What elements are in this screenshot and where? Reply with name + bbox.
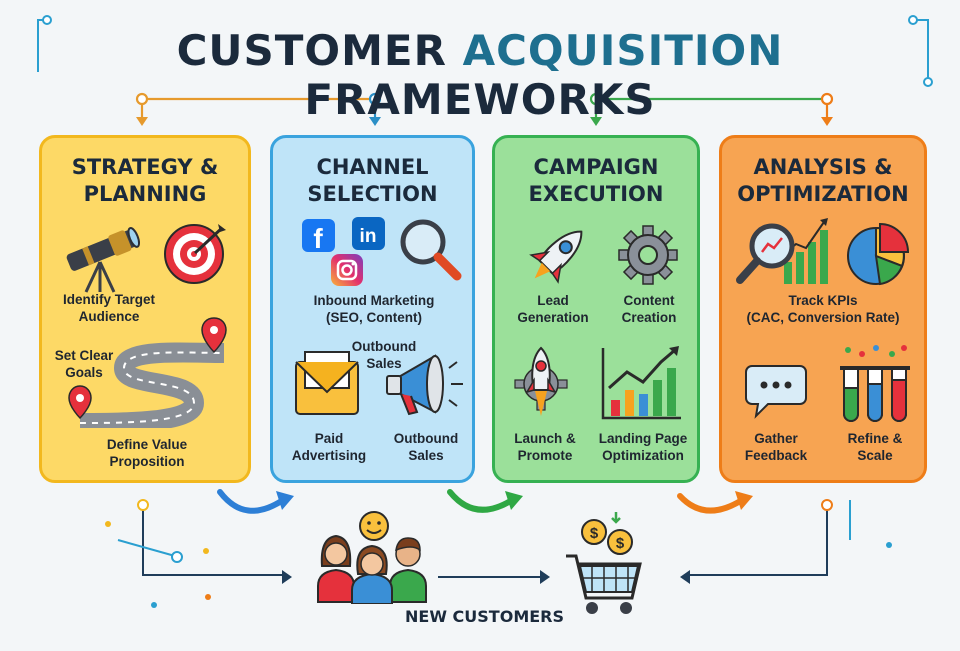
megaphone-icon [386, 354, 463, 416]
title-part2: ACQUISITION [462, 26, 784, 75]
new-customers-label: NEW CUSTOMERS [405, 607, 565, 626]
item-launch-promote: Launch & Promote [514, 431, 576, 463]
pie-chart-icon [847, 222, 910, 286]
gear-icon [618, 225, 678, 285]
item-value-proposition: Define Value Proposition [106, 437, 188, 469]
item-identify-target: Identify Target Audience [62, 292, 155, 324]
item-paid-advertising: Paid Advertising [291, 431, 367, 463]
item-outbound-sales-top: Outbound Sales [351, 339, 417, 371]
svg-text:$: $ [590, 525, 599, 542]
telescope-icon [66, 227, 141, 293]
stage-title: CHANNEL SELECTION [307, 155, 438, 206]
item-track-kpis: Track KPIs (CAC, Conversion Rate) [746, 293, 900, 325]
email-icon: @ [295, 351, 359, 415]
item-content-creation: Content Creation [621, 293, 677, 325]
item-outbound-sales: Outbound Sales [393, 431, 459, 463]
stage-title: CAMPAIGN EXECUTION [528, 155, 664, 206]
analytics-magnifier-icon [736, 218, 828, 284]
magnifier-icon [400, 219, 462, 281]
shopping-cart-icon: $ $ [566, 512, 642, 614]
item-lead-generation: Lead Generation [517, 293, 589, 325]
customers-group-icon [317, 511, 427, 604]
stage-title: ANALYSIS & OPTIMIZATION [737, 155, 909, 206]
instagram-icon [331, 254, 363, 286]
target-icon [164, 224, 226, 284]
svg-text:$: $ [616, 535, 625, 552]
stage-card-campaign: CAMPAIGN EXECUTION Lead [492, 135, 700, 483]
item-inbound-marketing: Inbound Marketing (SEO, Content) [313, 293, 435, 325]
rocket-icon [529, 230, 583, 284]
feedback-icon [745, 365, 807, 419]
item-gather-feedback: Gather Feedback [744, 431, 808, 463]
stage-title: STRATEGY & PLANNING [71, 155, 219, 206]
stage-card-analysis: ANALYSIS & OPTIMIZATION Track KPIs (CAC,… [719, 135, 927, 483]
stage-card-strategy: STRATEGY & PLANNING Identify Target Audi… [39, 135, 251, 483]
linkedin-icon: in [352, 217, 385, 250]
growth-chart-icon [601, 346, 681, 420]
item-refine-scale: Refine & Scale [847, 431, 903, 463]
svg-text:f: f [313, 223, 323, 254]
item-set-goals: Set Clear Goals [54, 348, 114, 380]
title-part1: CUSTOMER [176, 26, 447, 75]
road-icon [68, 317, 227, 428]
page-title: CUSTOMER ACQUISITION FRAMEWORKS [0, 26, 960, 124]
facebook-icon: f [302, 219, 335, 254]
test-tubes-icon [840, 345, 910, 422]
rocket-launch-icon [514, 346, 568, 416]
item-landing-page: Landing Page Optimization [598, 431, 688, 463]
svg-text:in: in [360, 226, 377, 247]
title-part3: FRAMEWORKS [304, 75, 656, 124]
stage-card-channel: CHANNEL SELECTION f in Inbound Marketing… [270, 135, 475, 483]
